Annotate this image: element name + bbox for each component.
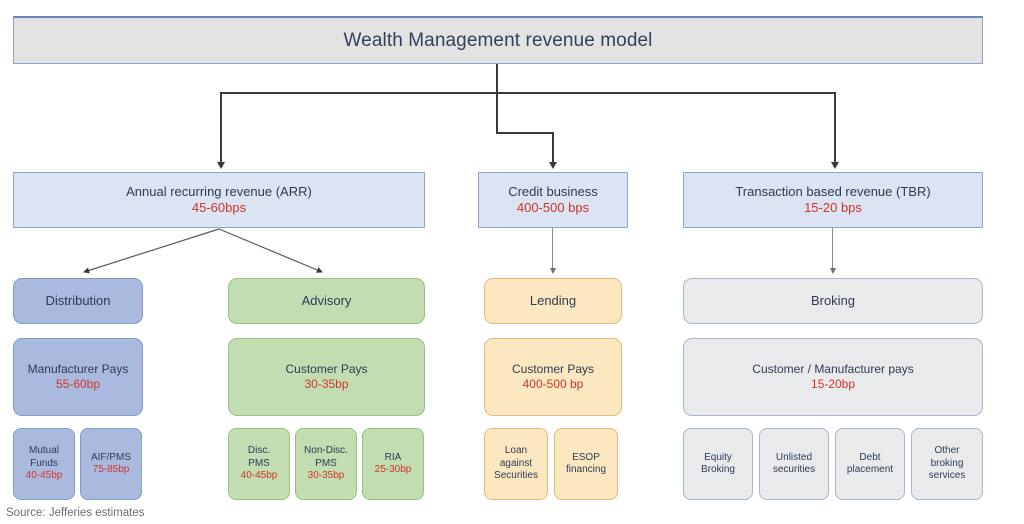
- payer-box-distribution[interactable]: Manufacturer Pays 55-60bp: [13, 338, 143, 416]
- leaf-label-debt-placement: Debt placement: [846, 451, 894, 476]
- category-box-advisory[interactable]: Advisory: [228, 278, 425, 324]
- arrowhead-tbr: [831, 162, 839, 169]
- leaf-box-loan-against-securities[interactable]: Loan against Securities: [484, 428, 548, 500]
- connector-tbr-to-broking: [832, 228, 833, 270]
- category-label-distribution: Distribution: [45, 292, 111, 308]
- leaf-label-mutual-funds: Mutual Funds: [28, 445, 59, 469]
- category-label-advisory: Advisory: [301, 292, 352, 308]
- leaf-label-loan-against-securities: Loan against Securities: [494, 445, 538, 482]
- leaf-label-unlisted-securities: Unlisted securities: [772, 451, 816, 476]
- branch-box-credit[interactable]: Credit business 400-500 bps: [478, 172, 628, 228]
- leaf-label-esop-financing: ESOP financing: [565, 451, 607, 476]
- category-label-broking: Broking: [810, 292, 856, 308]
- category-label-lending: Lending: [529, 292, 577, 308]
- leaf-bps-disc-pms: 40-45bp: [240, 470, 278, 482]
- payer-label-advisory: Customer Pays: [285, 362, 368, 376]
- category-box-lending[interactable]: Lending: [484, 278, 622, 324]
- payer-label-broking: Customer / Manufacturer pays: [752, 362, 914, 376]
- page-title: Wealth Management revenue model: [343, 29, 653, 51]
- diagram-title-box: Wealth Management revenue model: [13, 16, 983, 64]
- connector-drop-credit: [552, 132, 554, 164]
- payer-box-broking[interactable]: Customer / Manufacturer pays 15-20bp: [683, 338, 983, 416]
- leaf-box-equity-broking[interactable]: Equity Broking: [683, 428, 753, 500]
- payer-bps-lending: 400-500 bp: [522, 377, 584, 391]
- branch-bps-arr: 45-60bps: [191, 200, 247, 215]
- leaf-label-aif-pms: AIF/PMS: [90, 451, 131, 463]
- branch-box-arr[interactable]: Annual recurring revenue (ARR) 45-60bps: [13, 172, 425, 228]
- leaf-label-ria: RIA: [384, 451, 402, 463]
- connector-title-stem: [496, 64, 498, 94]
- leaf-box-ria[interactable]: RIA 25-30bp: [362, 428, 424, 500]
- leaf-box-other-broking-services[interactable]: Other broking services: [911, 428, 983, 500]
- leaf-box-non-disc-pms[interactable]: Non-Disc. PMS 30-35bp: [295, 428, 357, 500]
- source-note: Source: Jefferies estimates: [6, 507, 145, 519]
- payer-label-distribution: Manufacturer Pays: [27, 362, 129, 376]
- connector-credit-to-lending: [552, 228, 553, 270]
- leaf-box-disc-pms[interactable]: Disc. PMS 40-45bp: [228, 428, 290, 500]
- payer-bps-broking: 15-20bp: [810, 377, 856, 391]
- leaf-bps-aif-pms: 75-85bp: [92, 464, 130, 475]
- leaf-label-disc-pms: Disc. PMS: [247, 445, 271, 469]
- leaf-bps-non-disc-pms: 30-35bp: [307, 470, 345, 482]
- leaf-box-debt-placement[interactable]: Debt placement: [835, 428, 905, 500]
- leaf-label-equity-broking: Equity Broking: [701, 451, 735, 476]
- branch-label-tbr: Transaction based revenue (TBR): [735, 183, 931, 199]
- connector-center-jog: [496, 132, 554, 134]
- payer-label-lending: Customer Pays: [511, 362, 595, 376]
- payer-box-lending[interactable]: Customer Pays 400-500 bp: [484, 338, 622, 416]
- payer-box-advisory[interactable]: Customer Pays 30-35bp: [228, 338, 425, 416]
- category-box-distribution[interactable]: Distribution: [13, 278, 143, 324]
- connector-drop-tbr: [834, 92, 836, 164]
- leaf-label-other-broking-services: Other broking services: [928, 445, 966, 482]
- category-box-broking[interactable]: Broking: [683, 278, 983, 324]
- payer-bps-distribution: 55-60bp: [55, 377, 101, 391]
- branch-bps-tbr: 15-20 bps: [804, 200, 862, 215]
- leaf-box-aif-pms[interactable]: AIF/PMS 75-85bp: [80, 428, 142, 500]
- leaf-label-non-disc-pms: Non-Disc. PMS: [304, 445, 348, 469]
- arrowhead-credit: [549, 162, 557, 169]
- arrowhead-lending: [550, 268, 556, 274]
- arrowhead-arr: [217, 162, 225, 169]
- connector-center-stem: [496, 92, 498, 134]
- connector-drop-arr: [220, 92, 222, 164]
- connector-horizontal-bus: [220, 92, 836, 94]
- leaf-box-unlisted-securities[interactable]: Unlisted securities: [759, 428, 829, 500]
- payer-bps-advisory: 30-35bp: [304, 377, 349, 391]
- arrowhead-broking: [830, 268, 836, 274]
- branch-label-credit: Credit business: [508, 183, 598, 199]
- leaf-box-mutual-funds[interactable]: Mutual Funds 40-45bp: [13, 428, 75, 500]
- leaf-bps-mutual-funds: 40-45bp: [25, 470, 63, 482]
- branch-label-arr: Annual recurring revenue (ARR): [126, 183, 312, 199]
- branch-box-tbr[interactable]: Transaction based revenue (TBR) 15-20 bp…: [683, 172, 983, 228]
- branch-bps-credit: 400-500 bps: [516, 200, 590, 215]
- leaf-bps-ria: 25-30bp: [374, 464, 412, 475]
- leaf-box-esop-financing[interactable]: ESOP financing: [554, 428, 618, 500]
